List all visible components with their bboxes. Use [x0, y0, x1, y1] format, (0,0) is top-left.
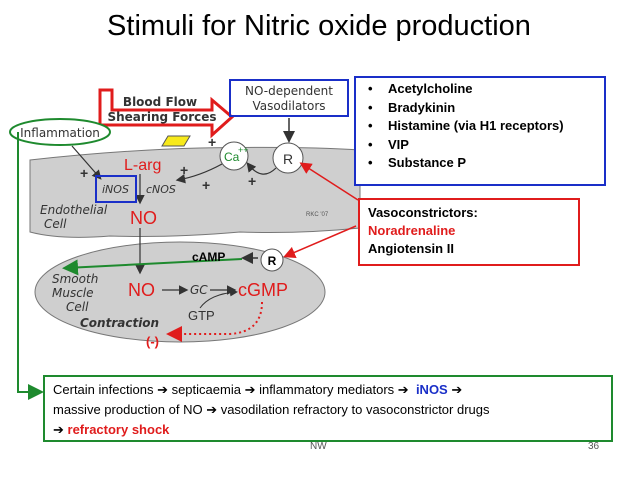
calcium-circle: [219, 141, 249, 171]
summary-text: Certain infections: [53, 382, 158, 397]
summary-text: vasodilation refractory to vasoconstrict…: [217, 402, 490, 417]
no-dependent-label: NO-dependent: [245, 84, 333, 98]
smooth-muscle-label: Smooth: [52, 272, 98, 286]
cell-label: Cell: [66, 300, 89, 314]
l-arg-label: L-arg: [124, 157, 161, 174]
calcium-label: Ca: [224, 150, 240, 164]
endothelial-cell-label: Cell: [44, 217, 67, 231]
inflammation-to-inos-arrow: [71, 145, 102, 180]
calcium-to-cnos-arrow: [175, 163, 223, 184]
camp-label: cAMP: [192, 250, 225, 264]
arrow-icon: ➔: [244, 382, 256, 397]
arrow-icon: ➔: [397, 382, 409, 397]
vasodilators-label: Vasodilators: [252, 99, 325, 113]
arrow-icon: ➔: [206, 402, 218, 417]
arrow-icon: ➔: [53, 422, 64, 437]
no-smooth-label: NO: [128, 280, 155, 300]
gc-label: GC: [190, 283, 208, 297]
receptor-circle-mid: [260, 248, 284, 272]
plus-sign: +: [202, 177, 210, 193]
inos-box: [95, 175, 137, 203]
inos-label: iNOS: [102, 183, 129, 196]
inflammation-oval: [9, 118, 111, 146]
vasoconstrictors-heading: Vasoconstrictors:: [368, 205, 478, 220]
page-title: Stimuli for Nitric oxide production: [107, 10, 531, 42]
list-item: Histamine (via H1 receptors): [368, 117, 604, 136]
camp-arrow: [62, 258, 243, 276]
receptor-label-mid: R: [268, 254, 277, 268]
blood-flow-arrow: [98, 88, 235, 139]
plus-sign: +: [248, 173, 256, 189]
inos-highlight: iNOS: [415, 382, 448, 397]
arrow-icon: ➔: [157, 382, 168, 397]
contraction-label: Contraction: [80, 316, 159, 330]
shear-force-marker: [161, 135, 191, 147]
footer-author: NW: [310, 441, 327, 452]
inhibition-sign: (-): [146, 334, 159, 349]
receptor-label-top: R: [283, 151, 293, 167]
plus-sign: +: [180, 162, 188, 178]
list-item: VIP: [368, 136, 604, 155]
inflammation-label: Inflammation: [20, 126, 100, 140]
signature: RKC '07: [306, 212, 329, 218]
gtp-label: GTP: [188, 308, 215, 323]
plus-sign: +: [80, 165, 88, 181]
list-item: Substance P: [368, 154, 604, 173]
cgmp-label: cGMP: [238, 280, 288, 300]
list-item: Bradykinin: [368, 99, 604, 118]
stimuli-list-box: Acetylcholine Bradykinin Histamine (via …: [354, 76, 606, 186]
receptor-to-calcium-arrow: [246, 162, 277, 175]
summary-text: inflammatory mediators: [255, 382, 398, 397]
calcium-charge: ++: [238, 145, 249, 155]
noradrenaline-item: Noradrenaline: [368, 223, 456, 238]
no-dependent-vasodilators-box: [229, 79, 349, 117]
receptor-circle-top: [272, 142, 304, 174]
summary-line-2: massive production of NO ➔ vasodilation …: [53, 400, 605, 420]
shearing-forces-label: Shearing Forces: [107, 110, 216, 124]
refractory-shock-highlight: refractory shock: [63, 422, 170, 437]
refractory-shock-box: Certain infections ➔ septicaemia ➔ infla…: [43, 375, 613, 442]
endothelial-label: Endothelial: [40, 203, 108, 217]
muscle-label: Muscle: [52, 286, 94, 300]
summary-text: septicaemia: [167, 382, 245, 397]
no-endothelial-label: NO: [130, 208, 157, 228]
plus-sign: +: [208, 134, 216, 150]
list-item: Acetylcholine: [368, 80, 604, 99]
inflammation-connector: [17, 132, 44, 400]
endothelial-cell: [29, 146, 361, 238]
blood-flow-label: Blood Flow: [123, 95, 197, 109]
gtp-to-cgmp-arrow: [199, 288, 238, 309]
stimuli-list: Acetylcholine Bradykinin Histamine (via …: [356, 80, 604, 173]
vasoconstrictor-to-receptor-arrow: [283, 225, 357, 258]
angiotensin-item: Angiotensin II: [368, 241, 454, 256]
cgmp-inhibition-arrow: [166, 301, 263, 342]
summary-text: massive production of NO: [53, 402, 207, 417]
cnos-label: cNOS: [146, 183, 176, 196]
arrow-icon: ➔: [451, 382, 463, 397]
vasoconstrictor-to-top-receptor-arrow: [299, 162, 359, 201]
vasoconstrictors-box: Vasoconstrictors: Noradrenaline Angioten…: [358, 198, 580, 266]
summary-line-1: Certain infections ➔ septicaemia ➔ infla…: [53, 380, 605, 400]
summary-line-3: ➔ refractory shock: [53, 420, 605, 440]
slide-number: 36: [588, 441, 600, 452]
